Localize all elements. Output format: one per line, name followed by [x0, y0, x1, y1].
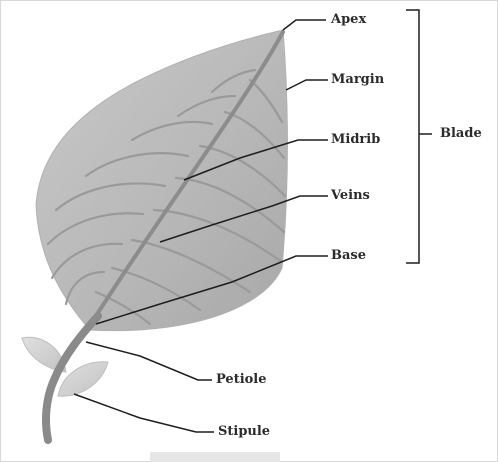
label-midrib: Midrib	[331, 132, 380, 148]
label-margin: Margin	[331, 72, 384, 88]
stipule-leader	[74, 394, 214, 432]
apex-leader	[283, 20, 326, 30]
stipule-right	[58, 362, 108, 396]
label-base: Base	[331, 248, 366, 264]
bottom-strip	[150, 452, 280, 462]
margin-leader	[286, 80, 328, 90]
label-stipule: Stipule	[218, 424, 270, 440]
label-veins: Veins	[331, 188, 370, 204]
label-blade: Blade	[440, 126, 482, 142]
petiole-leader	[86, 342, 212, 380]
label-apex: Apex	[331, 12, 366, 28]
label-petiole: Petiole	[216, 372, 267, 388]
blade-bracket	[406, 10, 432, 263]
